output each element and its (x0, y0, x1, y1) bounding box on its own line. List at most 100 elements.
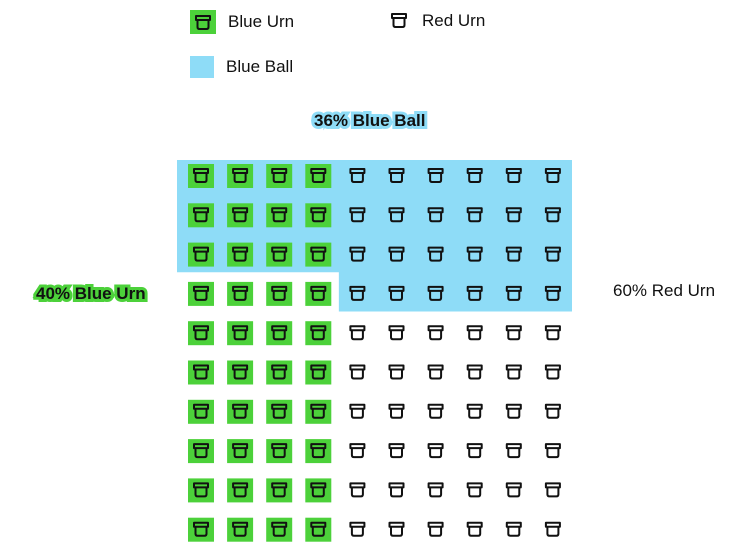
red-urn-icon (505, 207, 522, 223)
blue-urn-icon (188, 399, 214, 424)
legend-red-urn-label: Red Urn (422, 11, 486, 30)
red-urn-icon (427, 325, 444, 341)
urn-icon (190, 10, 216, 34)
blue-urn-icon (188, 360, 214, 385)
blue-urn-icon (305, 281, 332, 306)
blue-urn-icon (266, 203, 293, 228)
red-urn-icon (505, 364, 522, 380)
blue-urn-icon (266, 321, 293, 346)
red-urn-icon (466, 403, 483, 419)
blue-urn-icon (305, 478, 332, 503)
blue-urn-icon (305, 517, 332, 542)
legend-red-urn: Red Urn (388, 10, 485, 32)
red-urn-icon (388, 403, 405, 419)
red-urn-icon (388, 246, 405, 262)
blue-urn-icon (266, 517, 293, 542)
red-urn-icon (349, 168, 366, 183)
red-urn-icon (388, 325, 405, 341)
red-urn-icon (349, 325, 366, 341)
red-urn-icon (544, 364, 561, 380)
red-urn-icon (349, 246, 366, 262)
blue-urn-icon (227, 360, 254, 385)
red-urn-icon (505, 521, 522, 537)
red-urn-icon (466, 246, 483, 262)
blue-urn-icon (227, 281, 254, 306)
blue-urn-icon (227, 517, 254, 542)
blue-urn-icon (305, 242, 332, 267)
red-urn-icon (349, 403, 366, 419)
red-urn-icon (427, 168, 444, 183)
red-urn-icon (388, 207, 405, 223)
red-urn-icon (349, 482, 366, 498)
blue-urn-icon (227, 399, 254, 424)
blue-urn-icon (227, 164, 254, 188)
blue-urn-icon (227, 478, 254, 503)
red-urn-icon (427, 443, 444, 459)
red-urn-icon (466, 207, 483, 223)
blue-urn-icon (188, 242, 214, 267)
blue-urn-icon (227, 321, 254, 346)
red-urn-icon (505, 482, 522, 498)
blue-urn-icon (305, 399, 332, 424)
red-urn-icon (388, 364, 405, 380)
red-urn-icon (466, 285, 483, 301)
red-urn-icon (427, 285, 444, 301)
blue-urn-icon (188, 321, 214, 346)
red-urn-icon (349, 443, 366, 459)
red-urn-icon (427, 207, 444, 223)
red-urn-icon (544, 207, 561, 223)
blue-urn-icon (227, 242, 254, 267)
blue-urn-icon (305, 321, 332, 346)
urn-icon (388, 10, 410, 32)
red-urn-icon (427, 403, 444, 419)
red-urn-icon (349, 285, 366, 301)
red-urn-icon (388, 285, 405, 301)
blue-urn-icon (266, 360, 293, 385)
blue-urn-icon (188, 439, 214, 464)
red-urn-icon (388, 521, 405, 537)
blue-urn-icon (266, 281, 293, 306)
red-urn-icon (466, 443, 483, 459)
blue-ball-region (177, 160, 572, 312)
blue-urn-icon (188, 281, 214, 306)
red-urn-icon (544, 246, 561, 262)
legend-blue-urn-label: Blue Urn (228, 12, 295, 31)
blue-urn-icon (188, 164, 214, 188)
red-urn-icon (427, 364, 444, 380)
red-urn-icon (466, 482, 483, 498)
blue-urn-icon (188, 517, 214, 542)
blue-ball-percent-label: 36% Blue Ball (311, 108, 428, 133)
blue-urn-percent-label: 40% Blue Urn (33, 281, 149, 306)
blue-urn-icon (266, 399, 293, 424)
red-urn-icon (466, 521, 483, 537)
red-urn-icon (505, 168, 522, 183)
legend-blue-ball-label: Blue Ball (226, 57, 294, 76)
blue-ball-swatch (190, 56, 214, 78)
red-urn-icon (388, 443, 405, 459)
blue-urn-icon (305, 360, 332, 385)
legend-blue-urn: Blue Urn (190, 10, 294, 34)
red-urn-icon (466, 325, 483, 341)
red-urn-icon (427, 482, 444, 498)
legend-blue-ball: Blue Ball (190, 56, 293, 78)
blue-urn-icon (266, 439, 293, 464)
red-urn-icon (349, 207, 366, 223)
red-urn-icon (544, 285, 561, 301)
red-urn-icon (505, 325, 522, 341)
blue-urn-icon (305, 203, 332, 228)
blue-urn-icon (227, 203, 254, 228)
red-urn-icon (388, 482, 405, 498)
red-urn-icon (544, 325, 561, 341)
red-urn-percent-label: 60% Red Urn (613, 281, 716, 300)
blue-urn-icon (266, 164, 293, 188)
red-urn-icon (349, 521, 366, 537)
blue-urn-icon (305, 439, 332, 464)
red-urn-icon (505, 246, 522, 262)
blue-urn-icon (305, 164, 332, 188)
red-urn-icon (427, 521, 444, 537)
blue-urn-icon (266, 478, 293, 503)
blue-urn-icon (188, 203, 214, 228)
red-urn-icon (466, 168, 483, 183)
red-urn-icon (544, 482, 561, 498)
